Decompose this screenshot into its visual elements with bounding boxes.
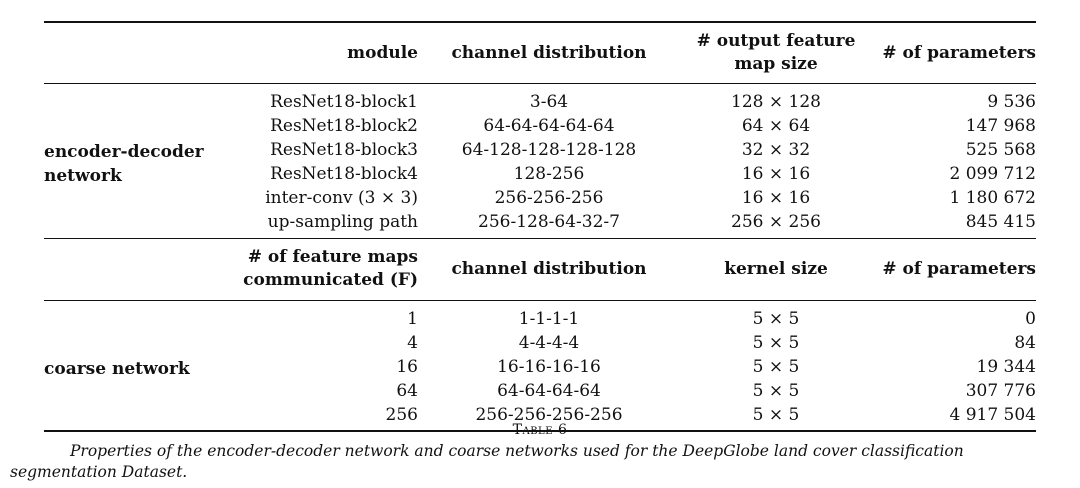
cell-params: 84: [1014, 333, 1036, 353]
header-parameters: # of parameters: [882, 258, 1036, 279]
cell-params: 4 917 504: [949, 405, 1036, 425]
cell-size: 16 × 16: [741, 188, 811, 208]
cell-feature-maps: 16: [396, 357, 418, 377]
cell-channel: 64-64-64-64: [497, 381, 601, 401]
header-feature-maps-line1: # of feature maps: [247, 247, 418, 267]
table-row: ResNet18-block4 128-256 16 × 16 2 099 71…: [44, 162, 1036, 186]
cell-kernel: 5 × 5: [752, 333, 800, 353]
group-label-line2: network: [44, 166, 122, 186]
cell-params: 1 180 672: [949, 188, 1036, 208]
header-channel-distribution: channel distribution: [451, 42, 647, 63]
cell-channel: 256-256-256-256: [475, 405, 623, 425]
cell-feature-maps: 256: [385, 405, 418, 425]
header-output-size: # output feature map size: [676, 22, 876, 84]
cell-feature-maps: 1: [407, 309, 418, 329]
table-row: ResNet18-block3 64-128-128-128-128 32 × …: [44, 138, 1036, 162]
header-kernel-size: kernel size: [724, 258, 828, 279]
table-row: 4 4-4-4-4 5 × 5 84: [44, 331, 1036, 355]
cell-params: 9 536: [987, 92, 1036, 112]
cell-channel: 256-256-256: [494, 188, 604, 208]
cell-size: 128 × 128: [731, 92, 821, 112]
header-output-size-line1: # output feature: [696, 31, 856, 51]
cell-module: ResNet18-block3: [270, 140, 418, 160]
table-caption-title: Table 6: [512, 422, 568, 438]
cell-channel: 16-16-16-16: [497, 357, 601, 377]
cell-params: 0: [1025, 309, 1036, 329]
header-module: module: [347, 42, 418, 63]
section1-header-row: module channel distribution # output fea…: [44, 22, 1036, 84]
cell-size: 256 × 256: [731, 212, 821, 232]
cell-kernel: 5 × 5: [752, 309, 800, 329]
cell-channel: 128-256: [513, 164, 585, 184]
cell-channel: 3-64: [529, 92, 569, 112]
cell-size: 64 × 64: [741, 116, 811, 136]
cell-params: 307 776: [965, 381, 1036, 401]
cell-params: 525 568: [965, 140, 1036, 160]
cell-module: up-sampling path: [267, 212, 418, 232]
cell-params: 19 344: [976, 357, 1036, 377]
cell-module: ResNet18-block4: [270, 164, 418, 184]
cell-params: 147 968: [965, 116, 1036, 136]
cell-size: 16 × 16: [741, 164, 811, 184]
table-caption-text: Properties of the encoder-decoder networ…: [10, 442, 964, 481]
group-label-line1: encoder-decoder: [44, 142, 204, 162]
cell-channel: 4-4-4-4: [518, 333, 580, 353]
header-feature-maps-line2: communicated (F): [243, 270, 418, 290]
cell-module: ResNet18-block2: [270, 116, 418, 136]
table-row: 256 256-256-256-256 5 × 5 4 917 504: [44, 403, 1036, 431]
cell-channel: 1-1-1-1: [518, 309, 580, 329]
table-row: encoder-decoder network ResNet18-block1 …: [44, 83, 1036, 186]
group-label-coarse-network: coarse network: [44, 358, 190, 379]
header-parameters: # of parameters: [882, 42, 1036, 63]
header-output-size-line2: map size: [734, 54, 818, 74]
cell-kernel: 5 × 5: [752, 405, 800, 425]
table-row: coarse network 1 1-1-1-1 5 × 5 0: [44, 300, 1036, 379]
header-empty: [44, 239, 230, 301]
cell-channel: 256-128-64-32-7: [478, 212, 620, 232]
cell-size: 32 × 32: [741, 140, 811, 160]
cell-params: 845 415: [965, 212, 1036, 232]
cell-module: ResNet18-block1: [270, 92, 418, 112]
table-row: 16 16-16-16-16 5 × 5 19 344: [44, 355, 1036, 379]
cell-feature-maps: 64: [396, 381, 418, 401]
cell-channel: 64-64-64-64-64: [483, 116, 615, 136]
parameters-table: module channel distribution # output fea…: [44, 21, 1036, 432]
cell-feature-maps: 4: [407, 333, 418, 353]
cell-kernel: 5 × 5: [752, 357, 800, 377]
group-label-encoder-decoder: encoder-decoder network: [44, 84, 230, 239]
header-channel-distribution: channel distribution: [451, 258, 647, 279]
cell-params: 2 099 712: [949, 164, 1036, 184]
cell-module: inter-conv (3 × 3): [265, 188, 418, 208]
header-feature-maps: # of feature maps communicated (F): [230, 239, 422, 301]
table-row: up-sampling path 256-128-64-32-7 256 × 2…: [44, 210, 1036, 239]
section2-header-row: # of feature maps communicated (F) chann…: [44, 238, 1036, 301]
cell-kernel: 5 × 5: [752, 381, 800, 401]
table-row: 64 64-64-64-64 5 × 5 307 776: [44, 379, 1036, 403]
table-row: inter-conv (3 × 3) 256-256-256 16 × 16 1…: [44, 186, 1036, 210]
table-row: ResNet18-block2 64-64-64-64-64 64 × 64 1…: [44, 114, 1036, 138]
cell-channel: 64-128-128-128-128: [461, 140, 637, 160]
header-empty: [44, 22, 230, 84]
